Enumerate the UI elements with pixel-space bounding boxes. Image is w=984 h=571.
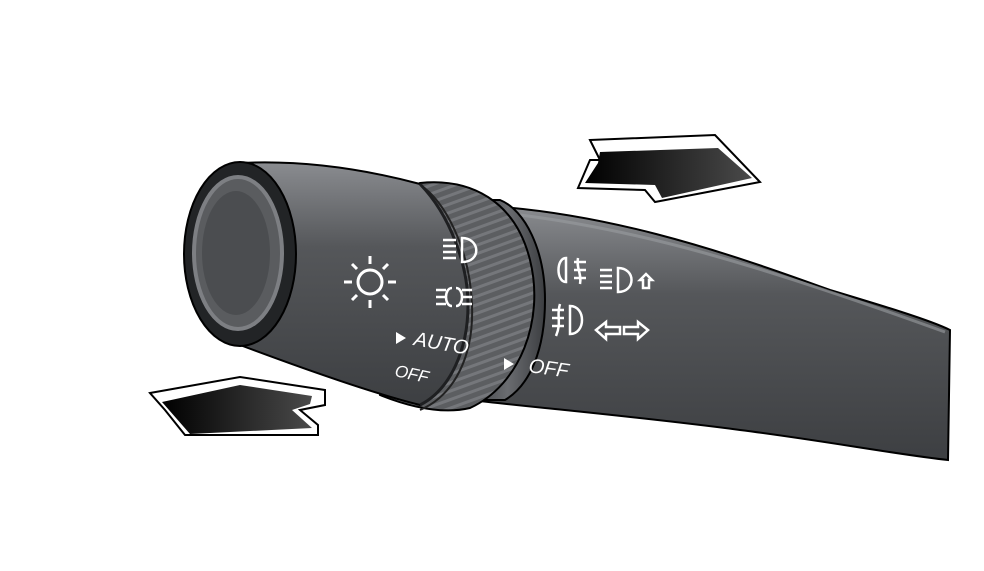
rear-fog-light-icon <box>552 303 584 337</box>
parking-light-icon <box>436 286 472 308</box>
headlight-on-sun-icon <box>344 256 396 308</box>
front-fog-light-icon <box>557 256 586 285</box>
arrow-rotate-backward-icon <box>148 375 326 436</box>
low-beam-icon <box>443 236 478 264</box>
fog-off-pointer-icon <box>504 358 514 370</box>
turn-signal-arrows-icon <box>594 319 650 342</box>
high-beam-flash-icon <box>600 266 656 294</box>
arrow-rotate-forward-icon <box>576 133 762 204</box>
auto-pointer-icon <box>396 332 406 344</box>
lever-shaft <box>469 203 952 462</box>
